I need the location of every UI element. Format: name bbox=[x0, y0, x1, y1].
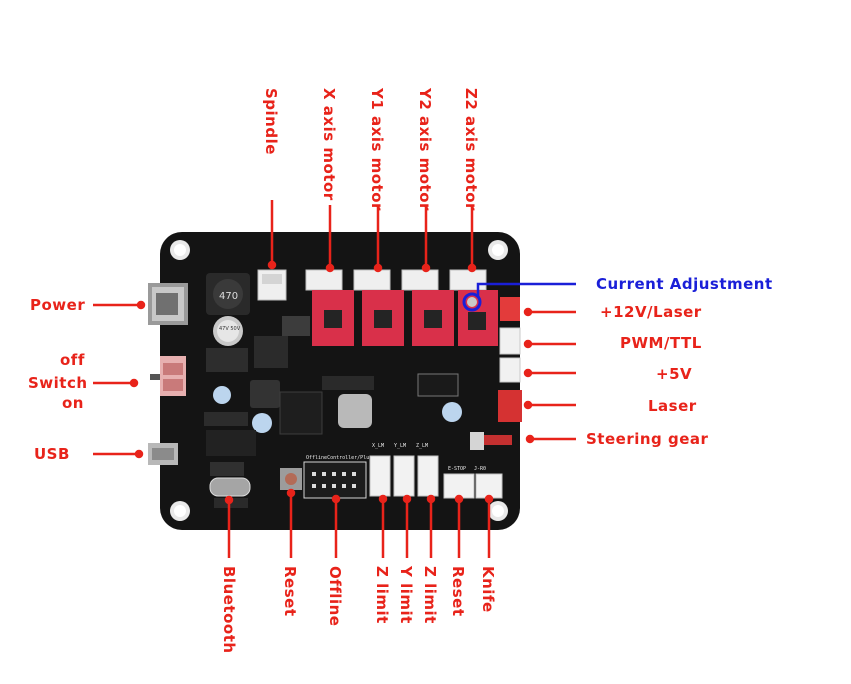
usb-port bbox=[148, 443, 178, 465]
label-bluetooth: Bluetooth bbox=[220, 566, 238, 654]
label-y1-axis-motor: Y1 axis motor bbox=[368, 88, 386, 211]
offline-header-text: OfflineController/Plug bbox=[306, 455, 372, 461]
label-y2-axis-motor: Y2 axis motor bbox=[416, 88, 434, 211]
offline-header: OfflineController/Plug bbox=[303, 455, 372, 499]
label-switch-off: off bbox=[60, 351, 85, 369]
label-z-limit: Z limit bbox=[373, 566, 391, 624]
label-knife: Knife bbox=[479, 566, 497, 613]
leader-lines bbox=[93, 200, 576, 558]
electrolytic-capacitor: 47V 50V bbox=[213, 316, 243, 346]
label-laser: Laser bbox=[648, 397, 697, 415]
inductor-marking: 470 bbox=[219, 291, 238, 302]
estop-silk: E-STOP bbox=[448, 466, 466, 472]
label-12v-laser: +12V/Laser bbox=[600, 303, 702, 321]
label-x-axis-motor: X axis motor bbox=[320, 88, 338, 201]
spindle-connector bbox=[257, 269, 287, 301]
capacitor-marking: 47V 50V bbox=[219, 326, 241, 332]
limit-z-silk: Z_LM bbox=[416, 443, 428, 449]
label-reset-1: Reset bbox=[281, 566, 299, 617]
label-current-adjustment: Current Adjustment bbox=[596, 275, 773, 293]
label-pwm-ttl: PWM/TTL bbox=[620, 334, 702, 352]
label-5v: +5V bbox=[656, 365, 693, 383]
label-usb: USB bbox=[34, 445, 70, 463]
label-switch-on: on bbox=[62, 394, 84, 412]
label-offline: Offline bbox=[326, 566, 344, 627]
label-reset-2: Reset bbox=[449, 566, 467, 617]
label-z-limit-2: Z limit bbox=[421, 566, 439, 624]
label-spindle: Spindle bbox=[262, 88, 280, 155]
label-switch: Switch bbox=[28, 374, 88, 392]
inductor: 470 bbox=[206, 273, 250, 315]
power-jack bbox=[148, 283, 188, 325]
reset-button-board bbox=[280, 468, 302, 490]
label-power: Power bbox=[30, 296, 86, 314]
power-switch bbox=[150, 356, 186, 396]
limit-x-silk: X_LM bbox=[372, 443, 384, 449]
right-connectors bbox=[470, 297, 522, 450]
label-z2-axis-motor: Z2 axis motor bbox=[462, 88, 480, 211]
limit-connectors: X_LM Y_LM Z_LM E-STOP J-R0 bbox=[369, 443, 503, 499]
label-steering-gear: Steering gear bbox=[586, 430, 709, 448]
jrs-silk: J-R0 bbox=[474, 466, 486, 472]
limit-y-silk: Y_LM bbox=[394, 443, 406, 449]
current-adjustment-marker bbox=[462, 282, 576, 312]
label-y-limit: Y limit bbox=[397, 566, 415, 624]
